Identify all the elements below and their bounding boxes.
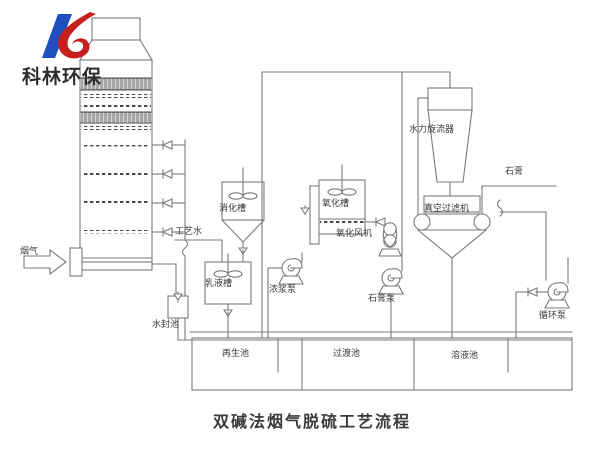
label-process-water: 工艺水 — [175, 227, 203, 237]
layer-edges — [80, 77, 152, 124]
label-oxidation-blower: 氧化风机 — [336, 229, 373, 239]
emulsion-tank — [204, 253, 252, 341]
vacuum-filter — [413, 195, 491, 341]
kelin-k-logo — [42, 12, 96, 59]
company-name: 科林环保 — [22, 66, 103, 88]
flue-gas-inlet-duct — [69, 247, 83, 277]
label-oxidation-tank: 氧化槽 — [322, 199, 350, 209]
label-transition-pool: 过渡池 — [333, 349, 361, 359]
oxidation-tank — [318, 164, 366, 235]
circulation-return-line — [496, 199, 547, 281]
label-solution-pool: 溶液池 — [451, 351, 479, 361]
cyclone-feed-header — [261, 71, 451, 341]
label-hydrocyclone: 水力旋流器 — [409, 125, 455, 135]
demister-packing-layers — [81, 78, 151, 130]
page-title: 双碱法烟气脱硫工艺流程 — [213, 412, 412, 431]
label-gypsum-pump: 石膏泵 — [368, 294, 396, 304]
oxidation-sparger — [320, 220, 364, 224]
label-water-seal-tank: 水封池 — [152, 320, 180, 330]
label-circulation-pump: 循环泵 — [539, 311, 567, 321]
slurry-pump — [267, 252, 304, 341]
pool-basins — [189, 331, 573, 391]
water-seal-tank — [151, 263, 189, 341]
oxidation-blower — [364, 217, 402, 257]
digestion-tank — [221, 167, 265, 263]
label-regeneration-pool: 再生池 — [222, 349, 250, 359]
label-digestion-tank: 消化槽 — [219, 204, 247, 214]
label-vacuum-filter: 真空过滤机 — [424, 204, 470, 214]
circulation-pump — [515, 257, 570, 341]
label-gypsum: 石膏 — [505, 167, 524, 177]
spray-header-valves — [151, 139, 189, 341]
spray-banks — [84, 143, 150, 234]
gypsum-pump — [378, 71, 404, 341]
label-flue-gas: 烟气 — [20, 247, 39, 257]
absorber-tower — [79, 17, 153, 271]
label-slurry-pump: 浓浆泵 — [269, 285, 297, 295]
flue-gas-arrow — [23, 248, 67, 276]
label-emulsion-tank: 乳液槽 — [205, 279, 233, 289]
gypsum-outlet-line — [481, 185, 557, 215]
process-water-line — [174, 239, 223, 263]
hydrocyclone — [417, 71, 473, 225]
oxidation-tank-left-pipe — [299, 185, 320, 245]
